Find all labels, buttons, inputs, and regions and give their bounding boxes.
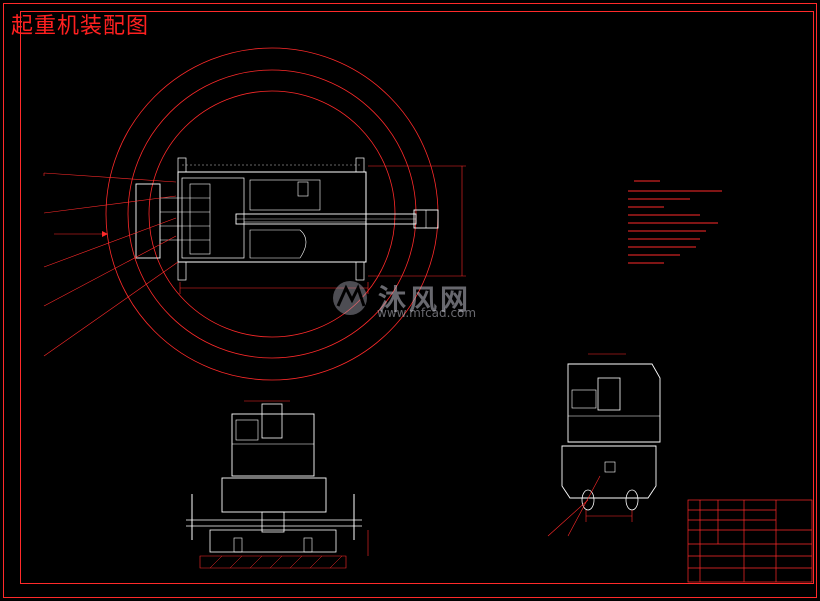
side-view [547, 353, 661, 537]
technical-notes [628, 180, 722, 264]
watermark-brand: 沐风网 [378, 283, 472, 316]
watermark-logo [333, 281, 367, 315]
counterweight [135, 183, 161, 259]
inner-border [20, 11, 814, 584]
top-view [43, 47, 466, 381]
title-block [687, 499, 813, 583]
chassis-frame [177, 171, 367, 263]
watermark-url: www.mfcad.com [377, 306, 477, 320]
outer-border [3, 3, 817, 598]
drawing-title: 起重机装配图 [11, 14, 150, 39]
front-view [186, 400, 369, 569]
